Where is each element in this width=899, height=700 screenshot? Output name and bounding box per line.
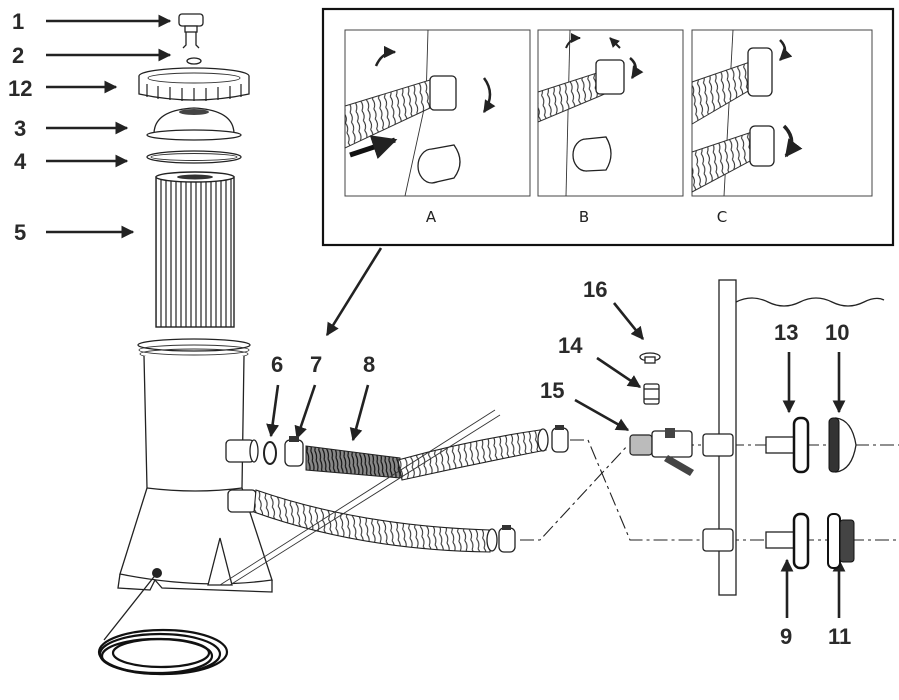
arrow-part-7 bbox=[294, 384, 317, 440]
inset-step-b: B bbox=[537, 29, 684, 226]
centerlines bbox=[520, 439, 899, 541]
valve-body bbox=[629, 434, 653, 456]
label-part-13: 13 bbox=[774, 320, 798, 345]
hoses bbox=[219, 409, 569, 586]
label-part-11: 11 bbox=[828, 624, 851, 649]
label-part-5: 5 bbox=[14, 220, 26, 245]
filter-dome bbox=[146, 107, 242, 141]
label-part-12: 12 bbox=[8, 76, 32, 101]
inlet-hose-section bbox=[305, 445, 401, 479]
inset-step-c: C bbox=[691, 29, 873, 226]
part-labels: 1 2 12 3 4 5 6 7 8 16 14 15 13 10 9 11 bbox=[8, 9, 851, 649]
arrow-part-8 bbox=[349, 384, 370, 442]
inlet-hose bbox=[397, 429, 547, 481]
strainers bbox=[765, 416, 857, 570]
housing-o-ring bbox=[146, 150, 242, 164]
inset-label-a: A bbox=[426, 208, 437, 226]
outlet-hose bbox=[253, 489, 491, 553]
air-release-valve bbox=[178, 13, 204, 49]
label-part-9: 9 bbox=[780, 624, 792, 649]
label-part-7: 7 bbox=[310, 352, 322, 377]
lid-nut bbox=[138, 67, 250, 101]
label-part-3: 3 bbox=[14, 116, 26, 141]
pump-outlet-port bbox=[227, 489, 257, 513]
strainer-connector-9 bbox=[765, 512, 810, 570]
hose-clamp-upper-end bbox=[551, 425, 569, 453]
wall-fitting-lower bbox=[702, 528, 734, 552]
hose-connection-inset: A B C bbox=[321, 7, 895, 247]
label-part-15: 15 bbox=[540, 378, 564, 403]
inset-label-b: B bbox=[579, 208, 589, 226]
filter-cartridge bbox=[155, 171, 235, 328]
leader-arrows bbox=[46, 14, 846, 618]
power-cord-coil bbox=[97, 628, 229, 676]
label-part-6: 6 bbox=[271, 352, 283, 377]
pump-body bbox=[97, 338, 273, 676]
label-part-1: 1 bbox=[12, 9, 24, 34]
strainer-connector-13 bbox=[765, 416, 810, 474]
label-part-8: 8 bbox=[363, 352, 375, 377]
hose-clamp-lower-end bbox=[498, 525, 516, 553]
plunger-valve bbox=[629, 352, 694, 476]
arrow-part-14 bbox=[596, 356, 642, 389]
strainer-grid-10 bbox=[828, 417, 857, 473]
arrow-part-15 bbox=[574, 398, 630, 432]
arrow-part-6 bbox=[266, 384, 280, 438]
valve-o-ring bbox=[186, 57, 202, 65]
label-part-14: 14 bbox=[558, 333, 583, 358]
label-part-2: 2 bbox=[12, 43, 24, 68]
pool-wall bbox=[702, 279, 885, 596]
hose-clamp-7 bbox=[284, 436, 304, 467]
filter-stack bbox=[97, 13, 273, 676]
wall-fitting-upper bbox=[702, 433, 734, 457]
inlet-o-ring bbox=[263, 441, 277, 465]
arrow-inset-to-7 bbox=[325, 247, 383, 337]
label-part-16: 16 bbox=[583, 277, 607, 302]
arrow-part-16 bbox=[612, 302, 645, 341]
inset-label-c: C bbox=[717, 208, 727, 226]
inset-step-a: A bbox=[344, 29, 531, 226]
label-part-10: 10 bbox=[825, 320, 849, 345]
strainer-grid-11 bbox=[827, 513, 855, 569]
valve-connector bbox=[643, 383, 660, 405]
label-part-4: 4 bbox=[14, 149, 27, 174]
